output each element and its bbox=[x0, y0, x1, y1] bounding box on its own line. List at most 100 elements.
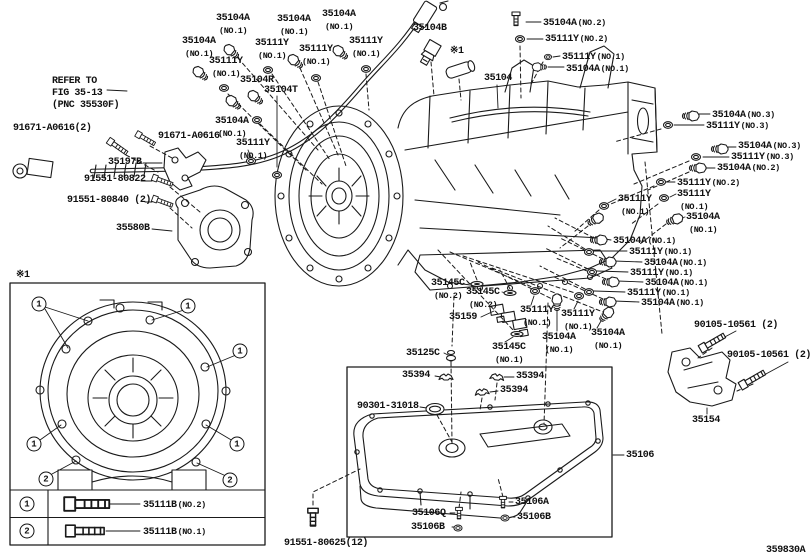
bolt-icon bbox=[307, 507, 319, 527]
plug-icon bbox=[589, 234, 608, 246]
clip-icon bbox=[474, 387, 490, 397]
part-label: 35154 bbox=[692, 415, 721, 426]
part-label: 91551-80625(12) bbox=[284, 538, 369, 549]
oring-icon bbox=[262, 66, 274, 74]
part-label: ※1 bbox=[450, 46, 464, 57]
part-label: 35111Y(NO.1) bbox=[618, 194, 652, 217]
part-label: 35104A(NO.1) bbox=[216, 13, 250, 36]
part-label: 35394 bbox=[402, 370, 431, 381]
callout-marker: 1 bbox=[26, 436, 42, 452]
part-label: 35111B(NO.2) bbox=[143, 500, 206, 511]
bolt-icon bbox=[105, 136, 130, 157]
clip-icon bbox=[438, 373, 454, 381]
gasket-oring-icon bbox=[425, 402, 445, 416]
part-label: 35394 bbox=[516, 371, 545, 382]
part-label: 35159 bbox=[449, 312, 478, 323]
part-label: 35104A(NO.1) bbox=[644, 258, 707, 269]
plug-icon bbox=[330, 42, 351, 63]
part-label: 35111Y(NO.1) bbox=[349, 36, 383, 59]
part-label: 35106 bbox=[626, 450, 655, 461]
seal-icon bbox=[510, 331, 524, 337]
part-label: 35111Y(NO.1) bbox=[236, 138, 270, 161]
oring-icon bbox=[598, 202, 610, 210]
part-label: 35104A(NO.1) bbox=[215, 116, 249, 139]
callout-marker: 1 bbox=[31, 296, 47, 312]
clip-icon bbox=[489, 372, 505, 382]
oring-icon bbox=[658, 194, 670, 202]
oring-icon bbox=[251, 116, 263, 124]
part-label: 35104A(NO.1) bbox=[686, 212, 720, 235]
oring-icon bbox=[271, 171, 283, 179]
oring-icon bbox=[655, 178, 667, 186]
plug-icon bbox=[531, 62, 547, 72]
oring-icon bbox=[453, 524, 463, 532]
part-label: 35111Y(NO.1) bbox=[677, 189, 711, 212]
inset-box bbox=[9, 282, 266, 546]
part-label: 35104A(NO.1) bbox=[566, 64, 629, 75]
dipstick-tube-drawing bbox=[12, 0, 449, 179]
part-label: 35104A(NO.1) bbox=[641, 298, 704, 309]
bolt-icon bbox=[150, 194, 174, 209]
tube-stub-icon bbox=[445, 60, 476, 79]
part-label: 35106Q bbox=[412, 508, 446, 519]
oil-pump-drawing bbox=[175, 185, 254, 269]
plug-icon bbox=[245, 87, 266, 108]
part-label: 35104T bbox=[264, 85, 298, 96]
oring-icon bbox=[529, 287, 541, 295]
callout-marker: 1 bbox=[19, 496, 35, 512]
oring-icon bbox=[662, 121, 674, 129]
oring-icon bbox=[586, 268, 598, 276]
oring-icon bbox=[573, 292, 585, 300]
part-label: 35111Y(NO.2) bbox=[545, 34, 608, 45]
part-label: 35104A(NO.2) bbox=[543, 18, 606, 29]
bolt-icon bbox=[64, 524, 105, 538]
part-label: 35104A(NO.1) bbox=[645, 278, 708, 289]
tube-bracket-drawing bbox=[163, 147, 207, 191]
bolt-icon bbox=[63, 496, 111, 512]
part-label: 35145C(NO.2) bbox=[466, 287, 500, 310]
plug-icon bbox=[596, 304, 617, 325]
part-label: 90301-31018 bbox=[357, 401, 419, 412]
part-label: FIG 35-13 bbox=[52, 88, 103, 99]
part-label: 35111Y(NO.1) bbox=[630, 268, 693, 279]
part-label: 35125C bbox=[406, 348, 440, 359]
part-label: 35104R bbox=[240, 75, 274, 86]
plug-icon bbox=[223, 92, 244, 113]
plug-icon bbox=[190, 63, 211, 84]
sensor-35104b-icon bbox=[419, 38, 442, 66]
part-label: 35106A bbox=[515, 497, 549, 508]
transmission-case-drawing bbox=[397, 45, 658, 292]
part-label: 91551-80840 (2) bbox=[67, 195, 152, 206]
part-label: 90105-10561 (2) bbox=[727, 350, 811, 361]
bell-housing-drawing bbox=[274, 105, 404, 287]
part-label: 35145C(NO.1) bbox=[492, 342, 526, 365]
callout-marker: 2 bbox=[19, 523, 35, 539]
callout-marker: 1 bbox=[180, 298, 196, 314]
dashed-leaders bbox=[125, 45, 754, 513]
part-label: 35111Y(NO.1) bbox=[520, 305, 554, 328]
part-label: 35111Y(NO.1) bbox=[629, 247, 692, 258]
oring-icon bbox=[514, 35, 526, 43]
callout-marker: 1 bbox=[229, 436, 245, 452]
plug-icon bbox=[688, 162, 707, 174]
part-label: 35104A(NO.1) bbox=[542, 332, 576, 355]
part-icons bbox=[63, 11, 768, 538]
callout-marker: 2 bbox=[38, 471, 54, 487]
part-label: 35104A(NO.3) bbox=[712, 110, 775, 121]
solid-leaders bbox=[39, 21, 789, 532]
part-label: 35104 bbox=[484, 73, 513, 84]
oil-pan-box bbox=[346, 366, 613, 538]
part-label: (PNC 35530F) bbox=[52, 100, 120, 111]
part-label: 35111B(NO.1) bbox=[143, 527, 206, 538]
part-label: 35111Y(NO.3) bbox=[706, 121, 769, 132]
part-label: 35104A(NO.1) bbox=[591, 328, 625, 351]
callout-marker: 1 bbox=[232, 343, 248, 359]
part-label: 91551-80822 bbox=[84, 174, 146, 185]
callout-marker: 2 bbox=[222, 472, 238, 488]
part-label: 35104A(NO.3) bbox=[738, 141, 801, 152]
part-label: 35104A(NO.1) bbox=[613, 236, 676, 247]
oring-icon bbox=[360, 65, 372, 73]
oring-icon bbox=[543, 53, 553, 61]
